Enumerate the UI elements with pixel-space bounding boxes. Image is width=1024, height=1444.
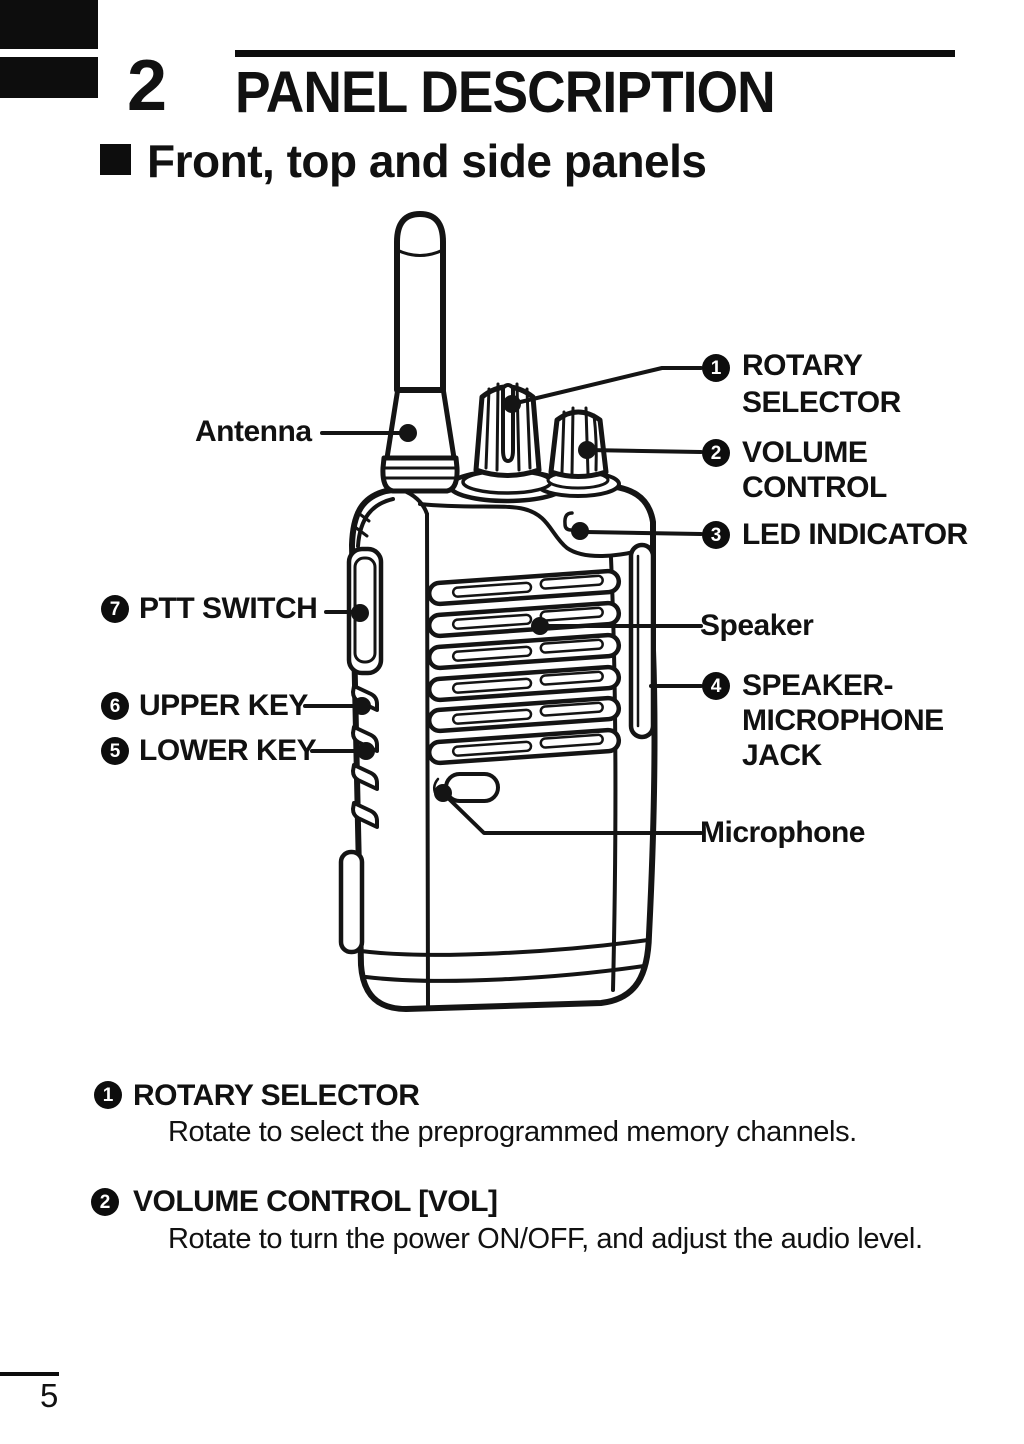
callout-bullet-led-indicator: 3	[702, 521, 730, 549]
led-indicator-label: LED INDICATOR	[742, 518, 968, 551]
microphone-label: Microphone	[700, 816, 866, 849]
description-bullet-1: 1	[94, 1081, 122, 1109]
callout-bullet-volume-control: 2	[702, 439, 730, 467]
volume-knob	[546, 406, 610, 490]
antenna-label: Antenna	[195, 415, 312, 448]
callout-bullet-speaker-mic-jack: 4	[702, 672, 730, 700]
section-title: Front, top and side panels	[147, 135, 707, 187]
section-marker-square	[100, 144, 131, 175]
description-bullet-2: 2	[91, 1188, 119, 1216]
chapter-tab-bar-bottom	[0, 57, 98, 98]
chapter-title: PANEL DESCRIPTION	[235, 60, 776, 125]
bottom-side-latch	[338, 849, 365, 955]
description-body-2: Rotate to turn the power ON/OFF, and adj…	[168, 1223, 923, 1255]
led-indicator-mark	[563, 511, 574, 532]
side-keys-drawing	[351, 684, 379, 829]
ptt-switch-label: PTT SWITCH	[139, 592, 318, 625]
callout-bullet-upper-key: 6	[101, 692, 129, 720]
description-heading-2: VOLUME CONTROL [VOL]	[133, 1185, 498, 1218]
volume-control-label: VOLUME CONTROL	[742, 436, 887, 504]
rotary-selector-label: ROTARY SELECTOR	[742, 349, 901, 419]
upper-key-label: UPPER KEY	[139, 689, 308, 722]
rotary-selector-knob	[461, 382, 553, 495]
leader-dots	[351, 395, 596, 802]
page-number: 5	[40, 1377, 59, 1414]
speaker-label: Speaker	[700, 609, 814, 642]
lower-key-label: LOWER KEY	[139, 734, 317, 767]
leader-lines	[303, 366, 703, 835]
callout-bullet-rotary-selector: 1	[702, 354, 730, 382]
speaker-mic-jack-cover	[628, 542, 656, 740]
callout-bullet-lower-key: 5	[101, 737, 129, 765]
footer-rule	[0, 1372, 59, 1376]
section-heading: Front, top and side panels	[100, 135, 707, 187]
callout-bullet-ptt-switch: 7	[101, 595, 129, 623]
antenna-drawing	[380, 211, 460, 494]
description-heading-1: ROTARY SELECTOR	[133, 1079, 420, 1112]
speaker-mic-jack-label: SPEAKER- MICROPHONE JACK	[742, 669, 944, 772]
speaker-grille	[426, 568, 622, 766]
description-body-1: Rotate to select the preprogrammed memor…	[168, 1116, 857, 1148]
title-overline	[235, 50, 955, 57]
chapter-number: 2	[127, 46, 167, 126]
chapter-tab-bar-top	[0, 0, 98, 49]
